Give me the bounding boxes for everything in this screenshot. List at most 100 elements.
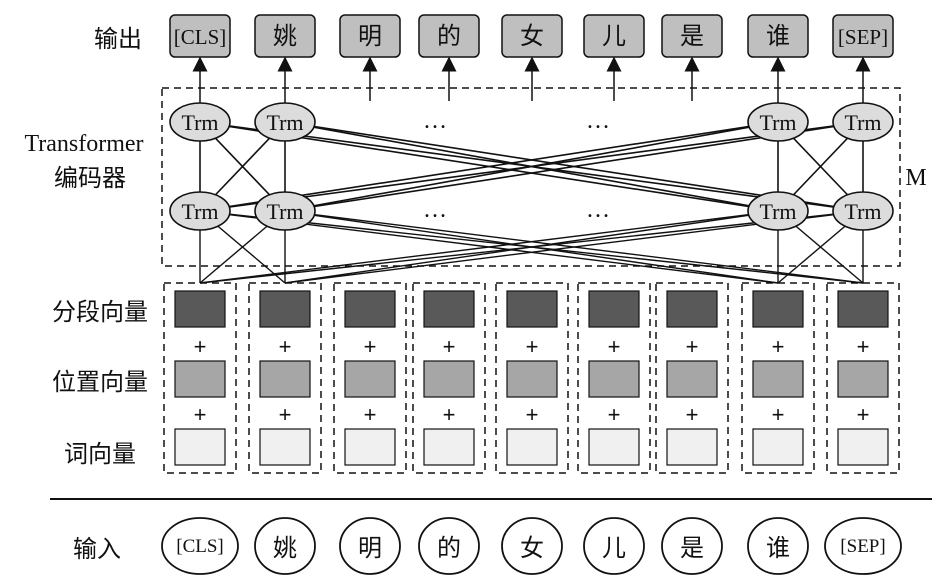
plus-sign: + (857, 402, 870, 427)
input-label: 输入 (73, 535, 121, 563)
trm-ellipsis: … (586, 108, 610, 134)
input-token-node (661, 517, 723, 575)
trm-node-label: Trm (266, 199, 303, 224)
segment-embedding-box (752, 290, 804, 328)
encoder-label-line2: 编码器 (54, 164, 126, 192)
word-embedding-box (259, 428, 311, 466)
input-token-label: [CLS] (176, 536, 224, 557)
plus-sign: + (608, 402, 621, 427)
trm-ellipsis: … (423, 108, 447, 134)
output-token-label: [SEP] (838, 25, 888, 49)
trm-node (747, 191, 809, 231)
word-embedding-box (506, 428, 558, 466)
position-embedding-box (752, 360, 804, 398)
output-token-label: 的 (437, 22, 461, 50)
position-embedding-box (506, 360, 558, 398)
input-token-label: 的 (437, 534, 461, 562)
plus-sign: + (194, 334, 207, 359)
embedding-to-trm-line (284, 210, 864, 284)
output-token-label: 女 (520, 22, 544, 50)
segment-embedding-box (423, 290, 475, 328)
plus-sign: + (194, 402, 207, 427)
embedding-column-box (741, 282, 815, 474)
embedding-column-box (495, 282, 569, 474)
segment-embedding-label: 分段向量 (52, 298, 148, 326)
position-embedding-box (259, 360, 311, 398)
position-embedding-box (423, 360, 475, 398)
word-embedding-box (423, 428, 475, 466)
input-token-label: 女 (520, 534, 544, 562)
word-embedding-label: 词向量 (64, 440, 136, 468)
embedding-column-box (163, 282, 237, 474)
input-token-label: 儿 (602, 534, 626, 562)
trm-connection-line (199, 121, 864, 212)
trm-node (169, 102, 231, 142)
input-token-label: 谁 (766, 534, 790, 562)
trm-node-label: Trm (759, 199, 796, 224)
trm-node (169, 191, 231, 231)
input-token-node (501, 517, 563, 575)
embedding-column-box (655, 282, 729, 474)
input-token-label: 是 (680, 534, 704, 562)
plus-sign: + (772, 402, 785, 427)
word-embedding-box (837, 428, 889, 466)
embedding-column-box (826, 282, 900, 474)
trm-node-label: Trm (181, 199, 218, 224)
input-token-node (418, 517, 480, 575)
output-token-label: 明 (358, 22, 382, 50)
trm-node (254, 191, 316, 231)
plus-sign: + (686, 334, 699, 359)
embedding-column-box (248, 282, 322, 474)
output-token-label: [CLS] (174, 25, 227, 49)
word-embedding-box (588, 428, 640, 466)
input-token-node (824, 517, 902, 575)
position-embedding-label: 位置向量 (52, 368, 148, 396)
trm-ellipsis: … (423, 197, 447, 223)
input-token-label: 明 (358, 534, 382, 562)
output-token-label: 姚 (273, 22, 297, 50)
segment-embedding-box (344, 290, 396, 328)
output-token-label: 是 (680, 22, 704, 50)
plus-sign: + (364, 402, 377, 427)
encoder-box (161, 87, 901, 267)
plus-sign: + (526, 402, 539, 427)
input-token-label: [SEP] (840, 536, 885, 557)
embedding-column-box (412, 282, 486, 474)
trm-node (832, 102, 894, 142)
encoder-label-line1: Transformer (24, 131, 143, 157)
position-embedding-box (588, 360, 640, 398)
plus-sign: + (857, 334, 870, 359)
segment-embedding-box (666, 290, 718, 328)
token-columns: [CLS]++[CLS]姚++姚明++明的++的女++女儿++儿是++是谁++谁… (161, 14, 902, 575)
input-token-node (161, 517, 239, 575)
plus-sign: + (443, 402, 456, 427)
position-embedding-box (344, 360, 396, 398)
output-token-label: 儿 (602, 22, 626, 50)
trm-node (254, 102, 316, 142)
word-embedding-box (174, 428, 226, 466)
position-embedding-box (666, 360, 718, 398)
output-label: 输出 (94, 25, 142, 53)
segment-embedding-box (259, 290, 311, 328)
input-token-node (254, 517, 316, 575)
plus-sign: + (279, 334, 292, 359)
input-token-node (747, 517, 809, 575)
trm-ellipsis: … (586, 197, 610, 223)
word-embedding-box (666, 428, 718, 466)
segment-embedding-box (588, 290, 640, 328)
output-token-label: 谁 (766, 22, 790, 50)
trm-node-label: Trm (266, 110, 303, 135)
embedding-to-trm-line (199, 210, 864, 284)
embedding-column-box (333, 282, 407, 474)
trm-node-label: Trm (181, 110, 218, 135)
plus-sign: + (364, 334, 377, 359)
trm-node (747, 102, 809, 142)
trm-node-label: Trm (844, 110, 881, 135)
trm-node-label: Trm (844, 199, 881, 224)
plus-sign: + (608, 334, 621, 359)
segment-embedding-box (174, 290, 226, 328)
plus-sign: + (279, 402, 292, 427)
input-token-label: 姚 (273, 534, 297, 562)
layer-count-label: M (905, 165, 926, 191)
